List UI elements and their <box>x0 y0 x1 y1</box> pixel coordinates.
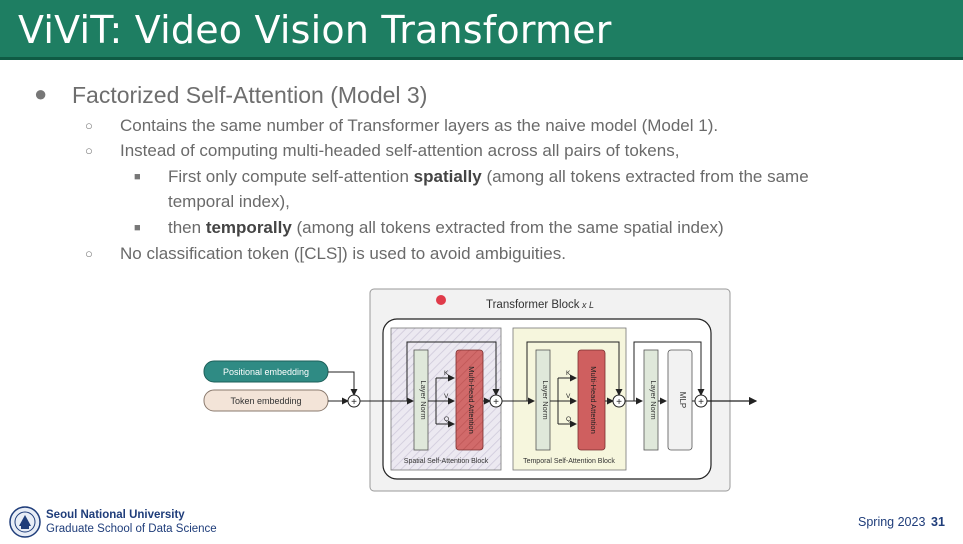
bullet-circle-icon: ○ <box>85 246 93 261</box>
transformer-block-diagram: Transformer Block x L Spatial Self-Atten… <box>200 288 760 493</box>
school-name: Graduate School of Data Science <box>46 523 217 535</box>
layer-norm-box-2 <box>535 349 551 451</box>
spatial-block-label: Spatial Self-Attention Block <box>404 458 489 465</box>
bullet-dot-icon: ● <box>34 81 48 106</box>
title-bar: ViViT: Video Vision Transformer <box>0 0 963 60</box>
bullet-main: Factorized Self-Attention (Model 3) <box>72 82 428 108</box>
layer-norm-label-2: Layer Norm <box>541 380 550 419</box>
mha-label-2: Multi-Head Attention <box>589 366 598 434</box>
bullet-square-icon: ■ <box>134 171 141 183</box>
text-run: (among all tokens extracted from the sam… <box>291 218 724 237</box>
layer-norm-label-3: Layer Norm <box>649 380 658 419</box>
mha-box-1 <box>455 349 484 451</box>
mha-box-2 <box>577 349 606 451</box>
university-logo <box>8 505 42 544</box>
bullet-circle-icon: ○ <box>85 118 93 133</box>
text-run: (among all tokens extracted from the sam… <box>481 167 809 186</box>
text-run: then <box>168 218 206 237</box>
k-label: K <box>444 370 449 377</box>
temporal-block-label: Temporal Self-Attention Block <box>523 458 615 465</box>
plus-sign: + <box>351 397 357 408</box>
q-label: Q <box>444 416 449 423</box>
bullet-circle-icon: ○ <box>85 143 93 158</box>
university-name: Seoul National University <box>46 509 185 521</box>
bold-temporally: temporally <box>205 218 292 237</box>
bold-spatially: spatially <box>413 167 482 186</box>
block-multiplier: x L <box>581 300 594 310</box>
sub-bullet-1: Contains the same number of Transformer … <box>120 116 719 135</box>
plus-sign: + <box>616 397 622 408</box>
sub-bullet-3: No classification token ([CLS]) is used … <box>120 244 566 263</box>
mlp-label: MLP <box>678 392 687 408</box>
plus-sign: + <box>493 397 499 408</box>
q-label: Q <box>566 416 571 423</box>
token-embedding-label: Token embedding <box>230 396 301 406</box>
term-label: Spring 2023 <box>858 515 926 529</box>
v-label: V <box>444 393 449 400</box>
block-title: Transformer Block <box>486 299 580 311</box>
sub-sub-bullet-1-cont: temporal index), <box>168 192 290 211</box>
sub-bullet-2: Instead of computing multi-headed self-a… <box>120 141 680 160</box>
laser-pointer-dot <box>436 295 446 305</box>
sub-sub-bullet-2: then temporally (among all tokens extrac… <box>168 218 724 238</box>
bullet-square-icon: ■ <box>134 222 141 234</box>
mlp-box <box>667 349 693 451</box>
sub-sub-bullet-1: First only compute self-attention spatia… <box>168 167 809 187</box>
mha-label-1: Multi-Head Attention <box>467 366 476 434</box>
positional-embedding-label: Positional embedding <box>223 367 309 377</box>
text-run: First only compute self-attention <box>168 167 414 186</box>
slide-title: ViViT: Video Vision Transformer <box>18 8 612 52</box>
v-label: V <box>566 393 571 400</box>
layer-norm-box-1 <box>413 349 429 451</box>
k-label: K <box>566 370 571 377</box>
layer-norm-box-3 <box>643 349 659 451</box>
layer-norm-label-1: Layer Norm <box>419 380 428 419</box>
plus-sign: + <box>698 397 704 408</box>
page-number: 31 <box>931 515 945 529</box>
